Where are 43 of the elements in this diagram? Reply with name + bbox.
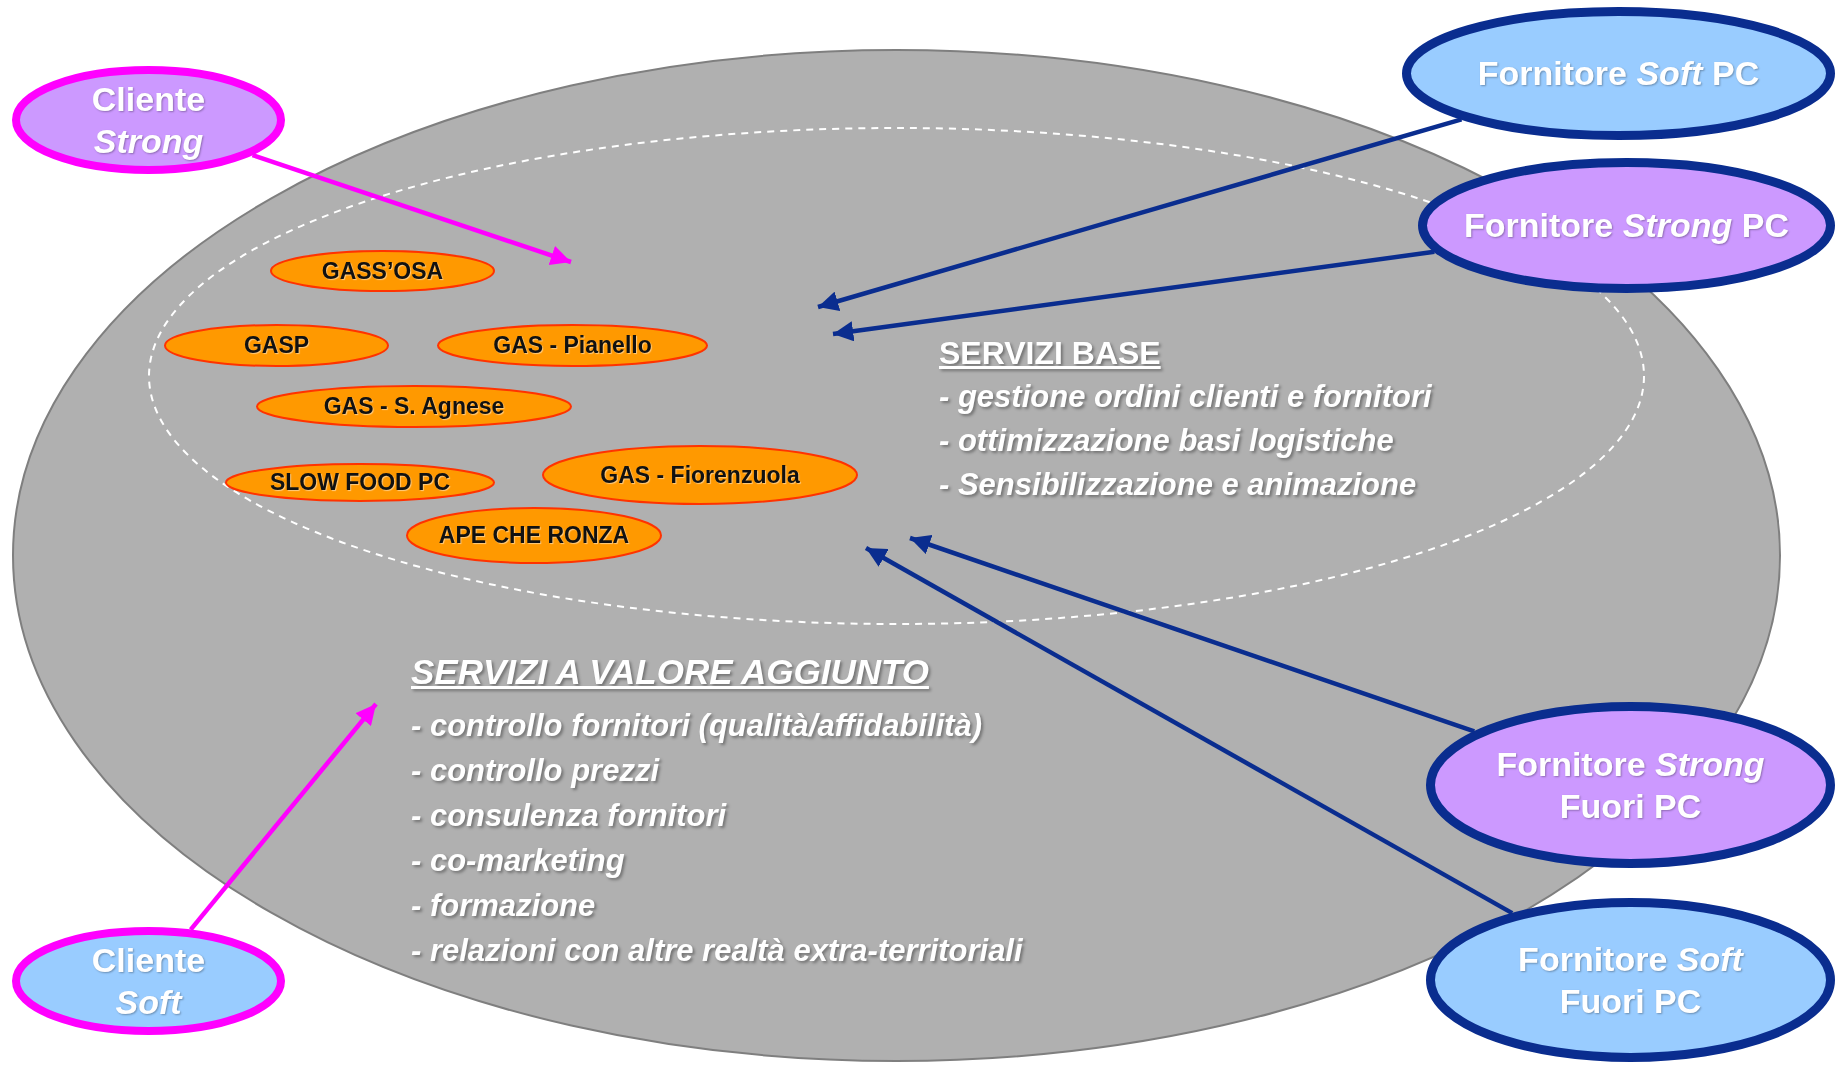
arrow (832, 249, 1435, 342)
oval-node (164, 324, 389, 367)
node-label: Cliente Soft (90, 939, 207, 1023)
arrow (864, 546, 1514, 916)
section-heading: SERVIZI A VALORE AGGIUNTO (411, 652, 929, 692)
node-label: GASP (243, 331, 310, 360)
node-label: Fornitore Soft PC (1477, 53, 1760, 95)
oval-node (225, 463, 495, 502)
list-item: - co-marketing (411, 843, 625, 879)
node-label: GAS - Pianello (493, 331, 652, 360)
list-item: - controllo fornitori (qualità/affidabilità) (411, 708, 983, 744)
node-label: Fornitore Soft Fuori PC (1517, 938, 1745, 1022)
client-oval (12, 66, 285, 174)
supplier-oval (1426, 898, 1835, 1062)
client-oval (12, 927, 285, 1035)
node-label: SLOW FOOD PC (269, 468, 451, 497)
supplier-oval (1402, 7, 1835, 140)
oval-node (406, 507, 662, 564)
oval-node (256, 385, 572, 428)
arrow (188, 702, 378, 932)
supplier-oval (1418, 158, 1835, 293)
node-label: APE CHE RONZA (438, 521, 630, 550)
oval-node (270, 250, 495, 292)
node-label: Fornitore Strong PC (1464, 205, 1789, 247)
node-label: Fornitore Strong Fuori PC (1495, 743, 1766, 827)
list-item: - relazioni con altre realtà extra-territoriali (411, 933, 1023, 969)
node-label: Cliente Strong (90, 78, 207, 162)
list-item: - Sensibilizzazione e animazione (939, 467, 1417, 503)
list-item: - controllo prezzi (411, 753, 659, 789)
arrow (251, 152, 572, 266)
arrow (909, 535, 1476, 734)
arrow (817, 117, 1463, 312)
node-label: GAS - Fiorenzuola (600, 460, 800, 490)
list-item: - formazione (411, 888, 596, 924)
list-item: - gestione ordini clienti e fornitori (939, 379, 1432, 415)
node-label: GASS’OSA (321, 256, 444, 286)
list-item: - ottimizzazione basi logistiche (939, 423, 1394, 459)
list-item: - consulenza fornitori (411, 798, 727, 834)
section-heading: SERVIZI BASE (939, 335, 1161, 372)
oval-node (437, 324, 708, 367)
node-label: GAS - S. Agnese (323, 392, 505, 421)
oval-node (542, 445, 858, 505)
supplier-oval (1426, 702, 1835, 868)
